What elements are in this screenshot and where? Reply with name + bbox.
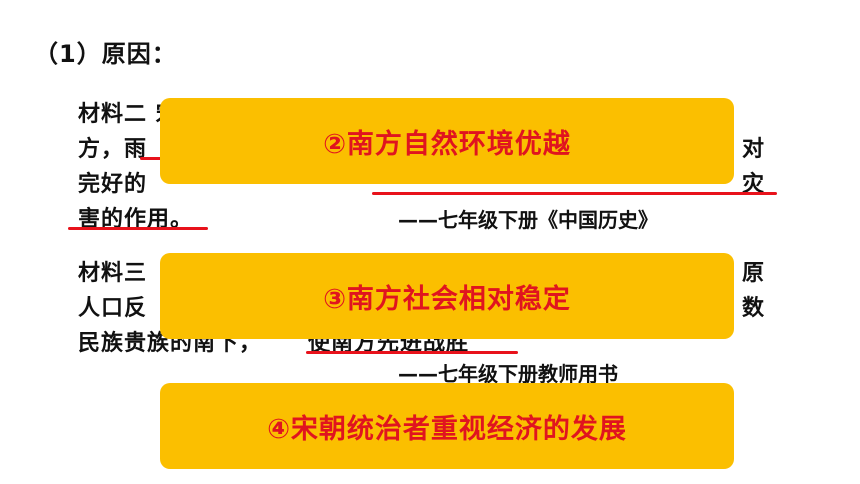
reason-box-government-policy[interactable]: ④宋朝统治者重视经济的发展 bbox=[160, 383, 734, 469]
material2-line2: 方，雨 bbox=[78, 137, 148, 162]
material3-line1: 材料三 bbox=[78, 261, 148, 286]
section-heading: （1）原因： bbox=[34, 40, 177, 68]
material3-source: ——七年级下册教师用书 bbox=[398, 362, 618, 386]
material2-line3: 完好的 bbox=[78, 172, 148, 197]
material2-line3-end: 灾 bbox=[742, 172, 766, 197]
reason-box-social-stability[interactable]: ③南方社会相对稳定 bbox=[160, 253, 734, 339]
material3-line1-end: 原 bbox=[742, 261, 766, 286]
highlight-underline bbox=[140, 157, 170, 160]
material2-source: ——七年级下册《中国历史》 bbox=[398, 208, 658, 232]
highlight-underline bbox=[68, 227, 208, 230]
material2-line2-end: 对 bbox=[742, 137, 766, 162]
highlight-underline bbox=[372, 192, 777, 195]
material3-line2: 人口反 bbox=[78, 296, 148, 321]
highlight-underline bbox=[306, 351, 518, 354]
reason-box-natural-environment[interactable]: ②南方自然环境优越 bbox=[160, 98, 734, 184]
material3-line2-end: 数 bbox=[742, 296, 766, 321]
